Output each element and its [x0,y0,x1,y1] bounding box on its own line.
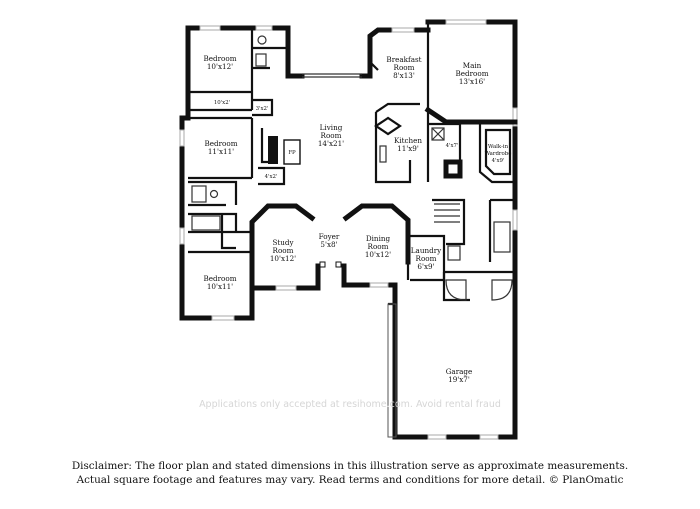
closet-10x2-label: 10'x2' [214,100,230,106]
interior-walls [188,28,518,438]
watermark-text: Applications only accepted at resihome.c… [199,399,501,410]
kitchen-label: Kitchen [394,136,422,145]
living-room-label: Living [320,123,343,132]
windows [179,19,518,440]
garage-label: Garage [446,367,473,376]
main-bedroom-label: Main [463,61,482,70]
study-room-label-2: Room [273,246,294,255]
breakfast-room-label: Breakfast [386,55,421,64]
disclaimer-line-1: Disclaimer: The floor plan and stated di… [71,460,629,472]
front-entry [319,261,342,268]
walkin-dims: 4'x9' [492,158,505,164]
foyer-dims: 5'x8' [320,240,337,249]
bedroom-top-label: Bedroom [203,54,236,63]
disclaimer-line-2: Actual square footage and features may v… [76,474,624,486]
study-room-dims: 10'x12' [270,254,296,263]
dining-room-label: Dining [366,234,391,243]
bedroom-top-dims: 10'x12' [207,62,233,71]
laundry-room-label: Laundry [411,246,442,255]
disclaimer: Disclaimer: The floor plan and stated di… [0,459,700,487]
foyer-label: Foyer [319,232,340,241]
laundry-room-label-2: Room [416,254,437,263]
bedroom-bot-dims: 10'x11' [207,282,233,291]
living-room-dims: 14'x21' [318,139,344,148]
dining-room-dims: 10'x12' [365,250,391,259]
garage-dims: 19'x7' [448,375,470,384]
bedroom-bot-label: Bedroom [203,274,236,283]
dining-room-label-2: Room [368,242,389,251]
study-room-label: Study [272,238,294,247]
fixtures [191,35,513,301]
pantry-4x7-label: 4'x7' [446,143,459,149]
closet-3x2-label: 3'x2' [256,106,269,112]
living-room-label-2: Room [321,131,342,140]
bedroom-mid-dims: 11'x11' [208,147,234,156]
main-bedroom-dims: 13'x16' [459,77,485,86]
walkin-label: Walk-in [488,144,509,150]
room-labels: Bedroom 10'x12' Bedroom 11'x11' Bedroom … [203,54,511,384]
rear-sliding-door [302,73,362,78]
kitchen-dims: 11'x9' [397,144,419,153]
fireplace-label: FP [288,150,296,156]
laundry-room-dims: 6'x9' [417,262,434,271]
breakfast-room-label-2: Room [394,63,415,72]
exterior-walls [179,19,518,440]
closet-4x2-label: 4'x2' [265,174,278,180]
main-bedroom-label-2: Bedroom [455,69,488,78]
bedroom-mid-label: Bedroom [204,139,237,148]
walkin-label-2: Wardrobe [485,151,512,157]
breakfast-room-dims: 8'x13' [393,71,415,80]
